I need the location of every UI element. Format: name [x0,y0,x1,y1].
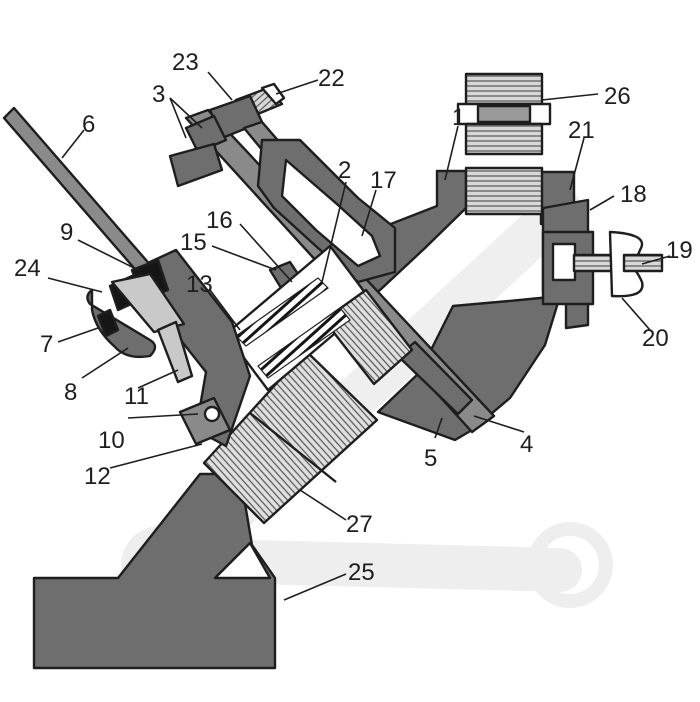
callout-6: 6 [82,111,95,138]
callout-22: 22 [318,65,345,92]
top-threaded-cap [456,72,552,156]
callout-21: 21 [568,117,595,144]
left-clamp-assembly [86,248,252,448]
callout-5: 5 [424,445,437,472]
callout-4: 4 [520,431,533,458]
bonnet-housing [256,138,397,298]
callout-27: 27 [346,511,373,538]
callout-26: 26 [604,83,631,110]
callout-1: 1 [452,104,465,131]
central-tube [224,244,414,392]
lower-threaded-nipple [202,349,379,525]
callout-23: 23 [172,49,199,76]
callout-11: 11 [124,383,149,410]
callout-25: 25 [348,559,375,586]
callout-2: 2 [338,157,351,184]
callout-labels: 1 2 3 4 5 6 7 8 9 10 11 12 13 15 16 17 1… [14,49,693,586]
callout-3: 3 [152,81,165,108]
callout-15: 15 [180,229,207,256]
base-block [32,472,277,670]
callout-7: 7 [40,331,53,358]
callout-12: 12 [84,463,111,490]
callout-20: 20 [642,325,669,352]
side-port-assembly [541,198,664,330]
callout-13: 13 [186,271,213,298]
callout-10: 10 [98,427,125,454]
callout-16: 16 [206,207,233,234]
callout-19: 19 [666,237,693,264]
callout-8: 8 [64,379,77,406]
callout-9: 9 [60,219,73,246]
spring [235,277,351,379]
callout-17: 17 [370,167,397,194]
callout-18: 18 [620,181,647,208]
upper-port-threads [464,166,544,216]
top-bolt-assembly [168,82,302,188]
callout-leaders [47,71,671,601]
callout-24: 24 [14,255,41,282]
